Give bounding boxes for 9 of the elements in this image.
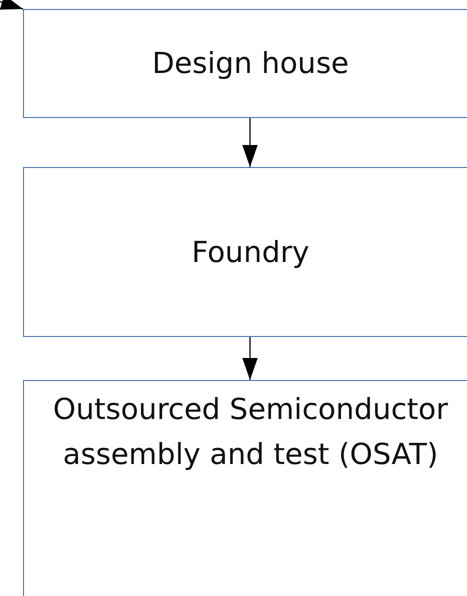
box-label: Outsourced Semiconductor assembly and test (OSAT) (52, 391, 449, 473)
process-box (23, 9, 467, 118)
arrow (242, 118, 258, 167)
process-box (23, 380, 467, 596)
arrow (0, 0, 24, 10)
process-box (23, 167, 467, 337)
arrow (242, 337, 258, 380)
box-label: Foundry (192, 234, 310, 270)
box-label: Design house (152, 45, 349, 82)
